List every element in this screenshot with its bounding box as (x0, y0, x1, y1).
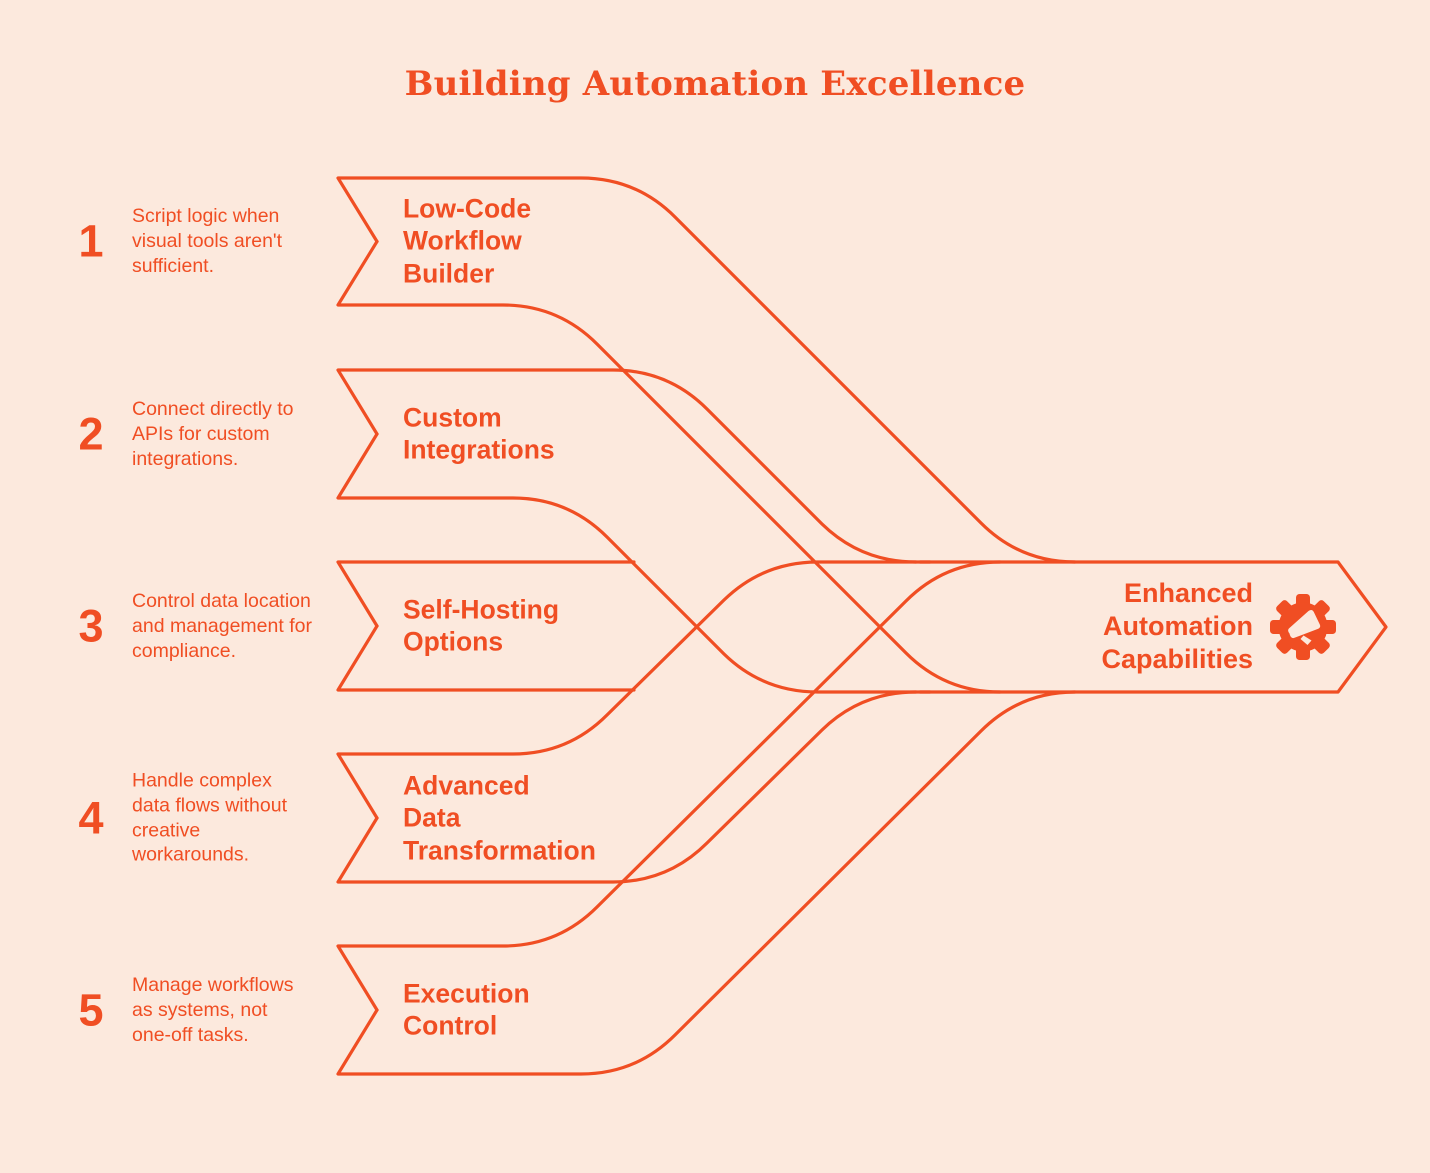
band-3-bottom-edge (336, 624, 636, 692)
page-title: Building Automation Excellence (404, 64, 1026, 104)
band-5-top-edge (336, 560, 1002, 1012)
output-label: Enhanced Automation Capabilities (1101, 578, 1253, 675)
band-4-bottom-edge (336, 690, 918, 884)
band-1-bottom-edge (336, 239, 1002, 694)
gear-megaphone-icon (1270, 594, 1336, 660)
band-label-5: Execution Control (403, 978, 530, 1041)
step-description-1: Script logic when visual tools aren't su… (132, 204, 283, 277)
step-description-3: Control data location and management for… (132, 589, 312, 662)
step-number-3: 3 (78, 600, 104, 652)
band-2-top-edge (336, 368, 918, 564)
band-label-4: Advanced Data Transformation (403, 770, 596, 866)
band-label-3: Self-Hosting Options (403, 594, 560, 657)
band-2-bottom-edge (336, 432, 932, 694)
band-label-1: Low-Code Workflow Builder (403, 193, 532, 289)
band-label-2: Custom Integrations (403, 402, 555, 465)
output-arrow-outline (918, 560, 1388, 694)
step-number-1: 1 (78, 215, 104, 267)
band-1-top-edge (336, 176, 1077, 564)
step-number-4: 4 (78, 792, 104, 844)
megaphone-cutout (1288, 609, 1321, 639)
step-description-4: Handle complex data flows without creati… (132, 769, 288, 866)
step-number-2: 2 (78, 408, 104, 460)
band-3-top-edge (336, 560, 636, 628)
band-4-top-edge (336, 560, 932, 820)
megaphone-handle-cutout (1300, 635, 1312, 645)
step-description-5: Manage workflows as systems, not one-off… (132, 973, 294, 1046)
step-number-5: 5 (78, 984, 104, 1036)
step-description-2: Connect directly to APIs for custom inte… (132, 397, 294, 470)
band-5-bottom-edge (336, 690, 1077, 1076)
